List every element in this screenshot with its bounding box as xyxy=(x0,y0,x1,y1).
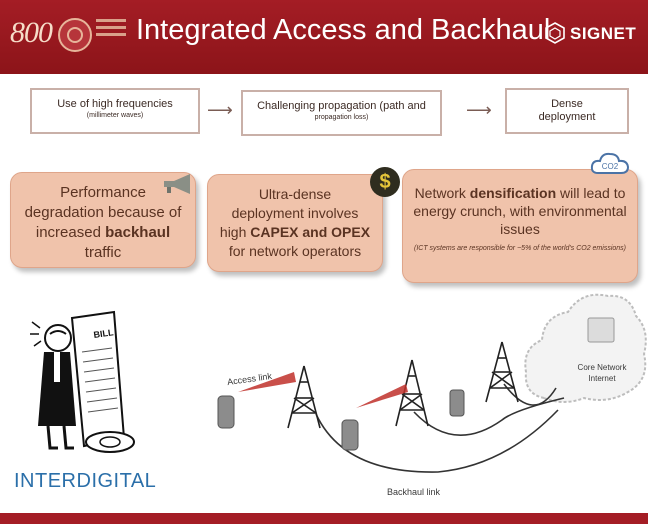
dollar-coin-icon: $ xyxy=(370,167,400,197)
card-text: degradation because of xyxy=(24,204,182,221)
backhaul-link-label: Backhaul link xyxy=(387,487,441,497)
flow-box-dense-deployment: Dense deployment xyxy=(505,88,629,134)
access-link-beam xyxy=(238,372,296,392)
card-bold-text: backhaul xyxy=(105,224,171,241)
core-server-icon xyxy=(587,317,615,343)
card-text: will lead to energy crunch, with environ… xyxy=(413,185,627,237)
cell-tower-icon xyxy=(287,365,321,429)
slide-title: Integrated Access and Backhaul xyxy=(136,14,551,46)
flow-box-sublabel: propagation loss) xyxy=(314,114,369,121)
university-seal-icon xyxy=(58,18,92,52)
cell-tower-icon xyxy=(485,341,519,403)
card-text: deployment involves xyxy=(231,205,359,221)
card-text: for network operators xyxy=(228,243,362,259)
flow-box-label: Dense xyxy=(551,98,583,110)
flow-box-label: Use of high frequencies xyxy=(57,98,173,110)
card-text: Network xyxy=(414,185,470,201)
megaphone-icon xyxy=(164,174,190,194)
co2-label: CO2 xyxy=(602,162,619,171)
backhaul-link-curve xyxy=(315,409,559,473)
slide-header: 800 Integrated Access and Backhaul SIGNE… xyxy=(0,0,648,74)
card-bold-text: densification xyxy=(469,185,557,201)
card-text: Performance xyxy=(60,184,146,201)
man-with-bill-illustration: BILL xyxy=(30,310,135,453)
logo-part-digital: DIGITAL xyxy=(76,470,157,492)
core-network-cloud xyxy=(524,293,647,403)
access-link-beam xyxy=(356,384,408,408)
signet-logo-icon xyxy=(545,22,565,44)
core-network-label: Core Network Internet xyxy=(577,363,627,383)
flow-box-high-frequencies: Use of high frequencies (millimeter wave… xyxy=(30,88,200,134)
flow-box-sublabel: (millimeter waves) xyxy=(86,112,144,119)
flow-box-label-2: deployment xyxy=(538,111,596,123)
card-text: traffic xyxy=(84,244,122,261)
slide-footer-bar xyxy=(0,513,648,524)
flow-arrow-icon: ⟶ xyxy=(466,100,492,120)
co2-cloud-icon: CO2 xyxy=(590,152,630,174)
interdigital-logo: INTERDIGITAL xyxy=(14,470,156,493)
user-device-icon xyxy=(449,389,465,417)
bill-label: BILL xyxy=(93,327,115,340)
card-footnote: (ICT systems are responsible for ~5% of … xyxy=(414,245,626,252)
card-text: Ultra-dense xyxy=(258,186,332,202)
card-text: increased xyxy=(35,224,106,241)
card-energy-crunch: Network densification will lead to energ… xyxy=(402,169,638,283)
flow-box-label: Challenging propagation (path and xyxy=(257,100,426,112)
card-text: high xyxy=(219,224,251,240)
user-device-icon xyxy=(341,419,359,451)
signet-brand: SIGNET xyxy=(570,24,637,43)
user-device-icon xyxy=(217,395,235,429)
logo-part-inter: INTER xyxy=(14,470,77,492)
card-capex-opex: Ultra-dense deployment involves high CAP… xyxy=(207,174,383,272)
university-800-logo: 800 xyxy=(10,16,53,49)
backhaul-link-curve xyxy=(503,383,557,406)
university-name-logo xyxy=(96,19,126,40)
flow-box-propagation: Challenging propagation (path and propag… xyxy=(241,90,442,136)
card-backhaul-degradation: Performance degradation because of incre… xyxy=(10,172,196,268)
card-bold-text: CAPEX and OPEX xyxy=(250,224,371,240)
flow-arrow-icon: ⟶ xyxy=(207,100,233,120)
iab-network-diagram xyxy=(217,293,647,473)
